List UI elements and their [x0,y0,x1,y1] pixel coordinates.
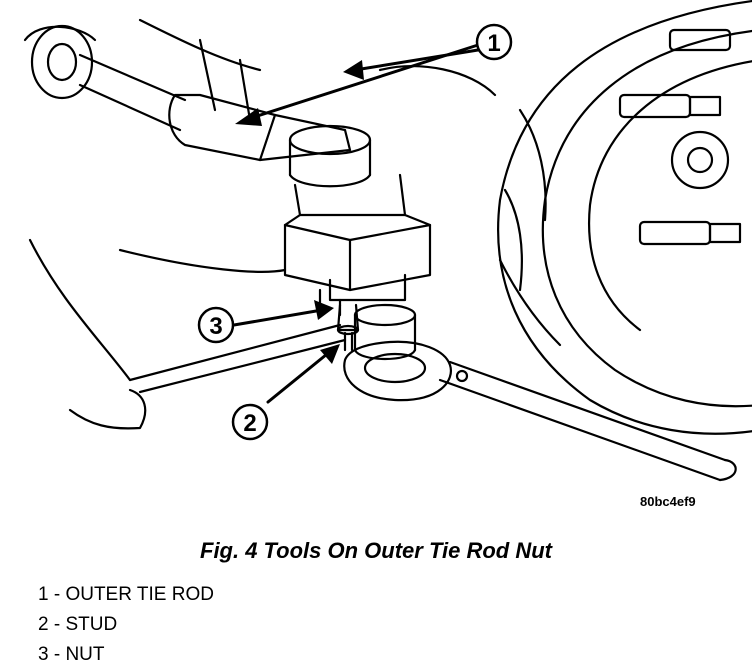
legend-item: 3 - NUT [38,644,105,665]
callout-2-leader [266,344,340,404]
legend-item: 2 - STUD [38,614,118,635]
wheel-studs [618,28,742,246]
brake-rotor [497,0,752,435]
legend-list: 1 - OUTER TIE ROD 2 - STUD 3 - NUT [38,580,214,670]
figure-caption: Fig. 4 Tools On Outer Tie Rod Nut [200,538,552,563]
callout-2: 2 [231,403,269,441]
tie-rod-illustration: 1 3 2 [23,0,752,482]
tie-rod-shaft [23,24,352,162]
callout-3-label: 3 [209,313,222,340]
figure-code: 80bc4ef9 [640,494,696,509]
callout-1-label: 1 [487,30,500,57]
callout-2-label: 2 [243,410,256,437]
callout-3-leader [232,300,334,327]
callout-1: 1 [475,23,513,61]
legend-item: 1 - OUTER TIE ROD [38,584,214,605]
wrench [343,340,737,482]
control-arm [28,18,497,430]
callout-3: 3 [197,306,235,344]
callout-1-leaders [235,43,480,126]
socket-tool [353,303,417,360]
